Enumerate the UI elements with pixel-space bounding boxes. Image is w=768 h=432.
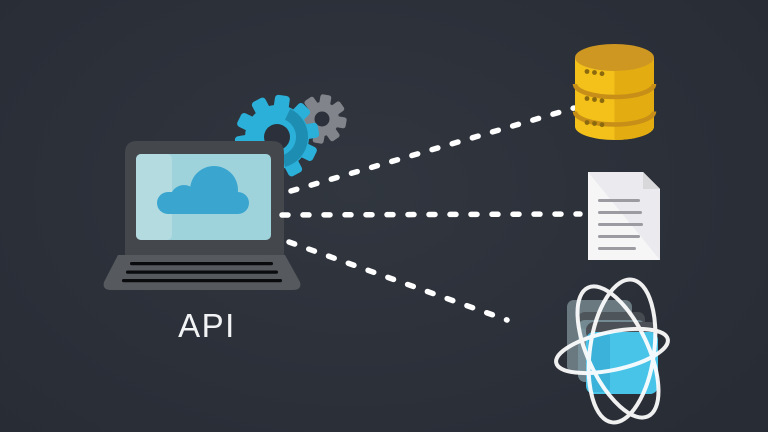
api-connections (279, 105, 583, 323)
orbit-ring (575, 284, 661, 420)
connector-to-document (279, 211, 583, 218)
database-divider (572, 111, 657, 127)
gear-large-icon (234, 94, 320, 180)
app-window-front-shade (588, 333, 610, 392)
database-icon (572, 44, 657, 140)
gear-small-hole (314, 111, 330, 127)
database-dots (584, 69, 605, 128)
laptop-keyboard-lines (122, 262, 282, 283)
document-text-lines (598, 199, 643, 250)
orbit-ring (554, 326, 670, 376)
atom-applications-icon (554, 277, 670, 425)
api-label: API (178, 307, 236, 344)
cloud-icon (157, 166, 249, 214)
document-page-shade (588, 172, 660, 260)
connector-to-applications (286, 239, 510, 323)
atom-orbit-rings (554, 277, 670, 425)
document-fold-corner (643, 172, 660, 189)
database-divider (572, 83, 657, 100)
laptop-icon (103, 141, 301, 290)
database-top (575, 44, 654, 71)
gear-large-shade (281, 108, 309, 167)
document-icon (588, 172, 660, 260)
laptop-screen-highlight (136, 154, 172, 240)
connector-to-database (288, 105, 577, 194)
